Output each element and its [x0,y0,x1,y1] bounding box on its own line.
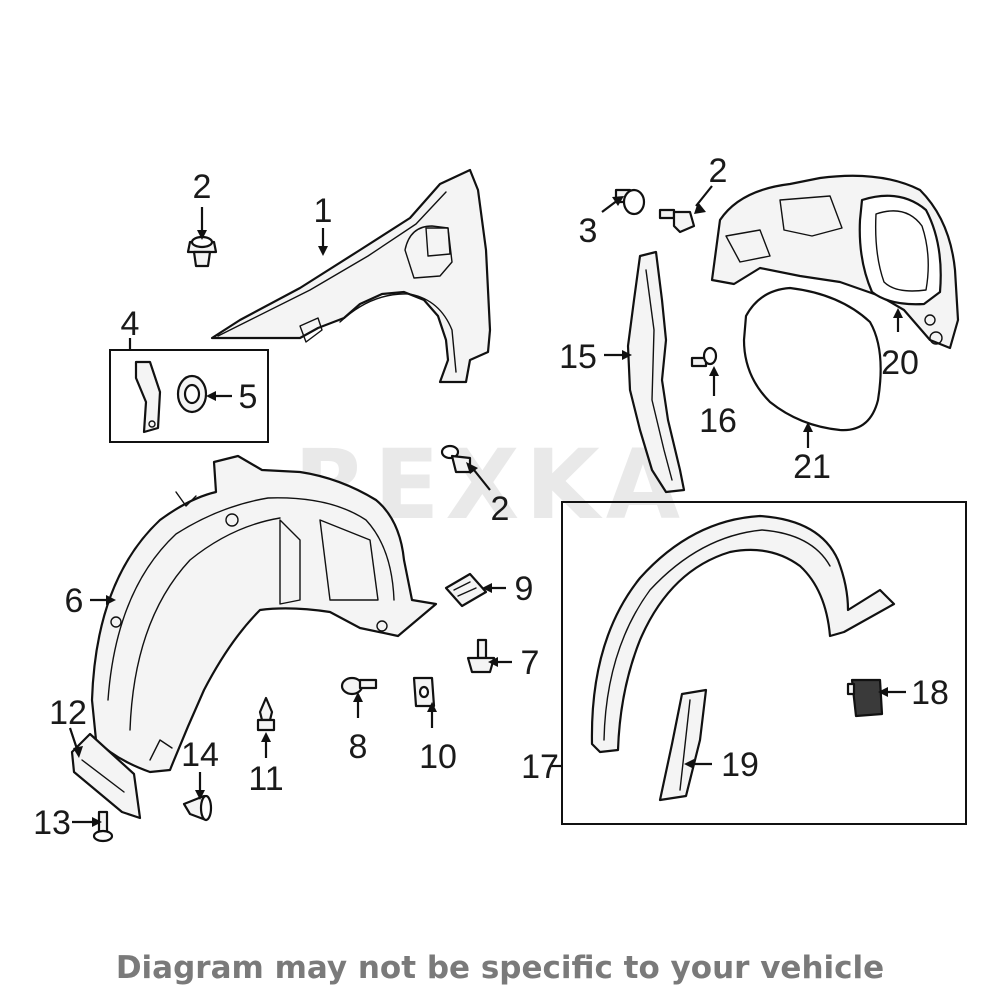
callout-6: 6 [65,582,84,620]
callout-16: 16 [699,402,737,440]
part-12-splash-shield [70,732,142,820]
part-5-grommet [176,374,208,414]
part-13-push-pin [92,810,114,843]
part-14-push-clip [182,794,213,822]
part-19-molding-extension [658,688,708,802]
callout-2-upper-right: 2 [709,152,728,190]
callout-7: 7 [521,644,540,682]
callout-2-middle: 2 [491,490,510,528]
part-17-wheel-arch-molding [590,514,896,754]
leader-arrowheads [73,196,903,827]
part-11-tree-clip [256,696,276,732]
callout-9: 9 [515,570,534,608]
wheel-arch-molding-box [561,501,967,825]
part-2-bolt-upper-right [658,208,696,234]
callout-10: 10 [419,738,457,776]
bracket-group-box [109,349,269,443]
callout-11: 11 [248,760,283,798]
callout-13: 13 [33,804,71,842]
callout-4: 4 [121,305,140,343]
callout-17: 17 [521,748,559,786]
part-15-fender-bracket [626,250,686,494]
callout-5: 5 [239,378,258,416]
part-18-clip [846,678,884,718]
part-20-fuel-filler-housing [710,174,960,350]
part-21-fuel-door [742,286,882,432]
callout-12: 12 [49,694,87,732]
callout-14: 14 [181,736,219,774]
callout-21: 21 [793,448,831,486]
callout-1: 1 [314,192,333,230]
part-2-bolt-fender [186,235,218,268]
part-8-screw [340,676,378,696]
callout-19: 19 [721,746,759,784]
part-4-bracket [134,360,162,434]
callout-15: 15 [559,338,597,376]
disclaimer-caption: Diagram may not be specific to your vehi… [115,950,885,986]
part-7-bolt [466,638,496,674]
part-1-front-fender [210,168,492,384]
callout-20: 20 [881,344,919,382]
callout-18: 18 [911,674,949,712]
callout-8: 8 [349,728,368,766]
callout-2-upper-left: 2 [193,168,212,206]
part-16-bolt [690,346,718,368]
part-10-nut-clip [412,676,436,708]
part-6-wheel-liner [90,454,438,774]
callout-3: 3 [579,212,598,250]
part-9-clip [444,572,488,608]
